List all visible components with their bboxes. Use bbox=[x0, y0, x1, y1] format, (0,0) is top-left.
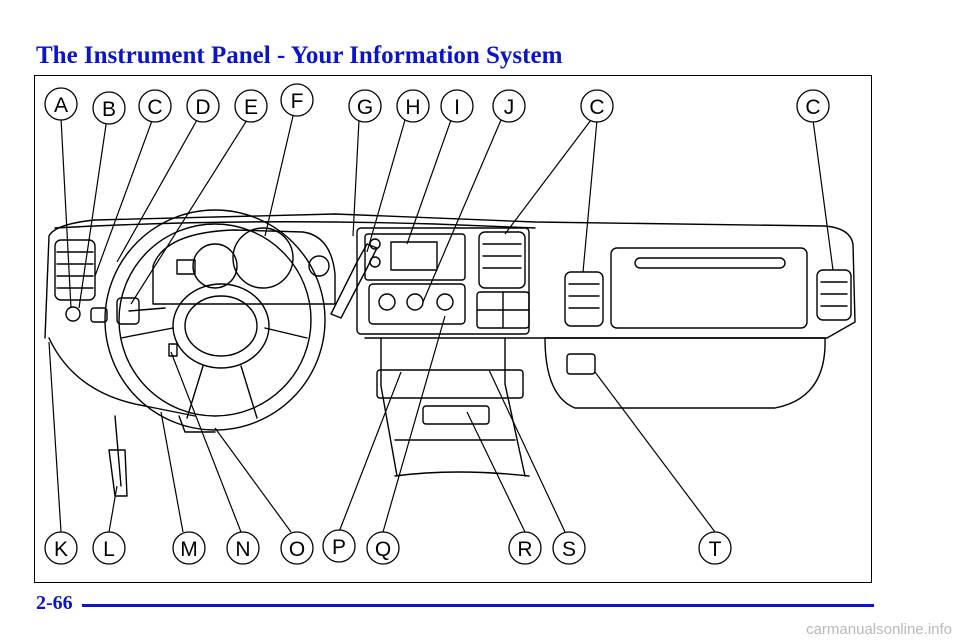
right-vent bbox=[816, 269, 852, 321]
callout-f: F bbox=[291, 90, 304, 113]
callout-c-3: C bbox=[805, 96, 820, 119]
console-storage bbox=[422, 405, 490, 425]
dashboard-outline bbox=[44, 213, 856, 339]
callout-i: I bbox=[454, 96, 460, 119]
footer-rule bbox=[82, 604, 874, 607]
callout-t: T bbox=[709, 538, 722, 561]
left-vent bbox=[54, 239, 96, 301]
callout-c-2: C bbox=[589, 96, 604, 119]
center-stack bbox=[356, 227, 530, 335]
callout-b: B bbox=[102, 98, 116, 121]
callout-l: L bbox=[103, 538, 115, 561]
instrument-panel-figure: A B C D E F G H I J C C K bbox=[34, 75, 872, 583]
callout-p: P bbox=[332, 536, 346, 559]
callout-q: Q bbox=[375, 538, 391, 561]
callout-j: J bbox=[504, 96, 515, 119]
watermark: carmanualsonline.info bbox=[806, 621, 952, 638]
upper-glove-box bbox=[610, 247, 808, 329]
headlamp-switch bbox=[65, 306, 81, 322]
callout-g: G bbox=[357, 96, 373, 119]
page-title: The Instrument Panel - Your Information … bbox=[36, 42, 563, 69]
lower-glove-box bbox=[544, 337, 826, 409]
callout-k: K bbox=[54, 538, 68, 561]
callout-s: S bbox=[562, 538, 576, 561]
callout-o: O bbox=[289, 538, 305, 561]
instrument-panel-diagram: A B C D E F G H I J C C K bbox=[44, 83, 856, 565]
page-number: 2-66 bbox=[36, 592, 73, 614]
shift-lever bbox=[330, 243, 378, 319]
callout-e: E bbox=[244, 96, 258, 119]
callout-d: D bbox=[195, 96, 210, 119]
callout-n: N bbox=[235, 538, 250, 561]
callout-r: R bbox=[517, 538, 532, 561]
callout-a: A bbox=[54, 94, 68, 117]
steering-hub bbox=[172, 283, 270, 369]
callout-h: H bbox=[405, 96, 420, 119]
callout-c-1: C bbox=[147, 96, 162, 119]
callout-m: M bbox=[180, 538, 198, 561]
right-center-vent bbox=[564, 271, 604, 327]
glove-box-latch bbox=[566, 353, 596, 375]
center-vent bbox=[478, 231, 526, 289]
center-console bbox=[380, 337, 526, 477]
steering-wheel bbox=[104, 209, 326, 431]
